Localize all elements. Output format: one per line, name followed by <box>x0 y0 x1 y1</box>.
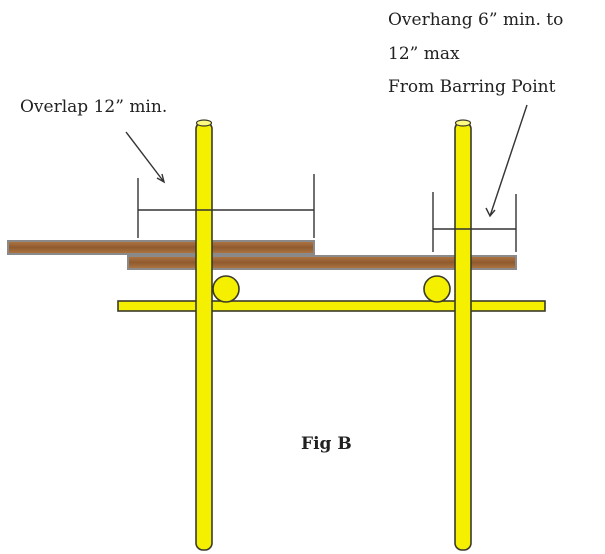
overlap-arrow <box>125 131 166 184</box>
overhang-label-line-2: 12” max <box>388 44 460 64</box>
left-ledger-tube <box>212 275 240 303</box>
overlap-dimension <box>137 174 315 238</box>
right-upright-tube <box>454 121 472 551</box>
left-upright-tube <box>195 121 213 551</box>
right-upright-tube-top <box>454 119 472 127</box>
scaffold-board-lower <box>127 255 517 270</box>
left-upright-tube-top <box>195 119 213 127</box>
horizontal-transom-tube <box>117 300 546 312</box>
overhang-label-line-1: Overhang 6” min. to <box>388 10 564 30</box>
overhang-arrow <box>485 104 528 218</box>
scaffold-board-upper <box>7 240 315 255</box>
overhang-dimension <box>432 192 517 252</box>
figure-caption: Fig B <box>301 434 352 454</box>
overlap-label: Overlap 12” min. <box>20 97 168 117</box>
right-ledger-tube <box>423 275 451 303</box>
overhang-label-line-3: From Barring Point <box>388 77 556 97</box>
